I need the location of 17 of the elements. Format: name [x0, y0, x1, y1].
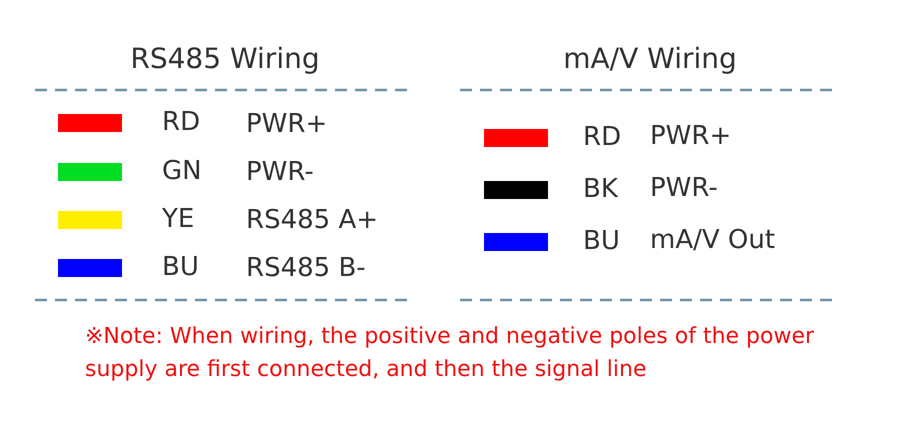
wire-code: BK: [583, 174, 618, 206]
wire-code: RD: [162, 107, 200, 138]
note-text: ※Note: When wiring, the positive and negative poles of the power supply are first connected, and then the signal line: [85, 323, 815, 384]
section-heading: mA/V Wiring: [563, 42, 737, 76]
section-heading: RS485 Wiring: [130, 42, 320, 76]
wire-function: PWR-: [246, 157, 314, 188]
wire-code: BU: [583, 226, 620, 258]
wire-code: GN: [162, 156, 202, 188]
wire-function: RS485 B-: [246, 253, 366, 284]
wire-code: BU: [162, 252, 199, 284]
wire-function: mA/V Out: [650, 225, 776, 256]
wire-code: YE: [162, 204, 194, 236]
wire-code: RD: [583, 122, 622, 154]
wire-function: RS485 A+: [246, 205, 378, 236]
wire-function: PWR+: [650, 121, 732, 152]
wire-function: PWR-: [650, 173, 718, 204]
wire-function: PWR+: [246, 109, 328, 140]
